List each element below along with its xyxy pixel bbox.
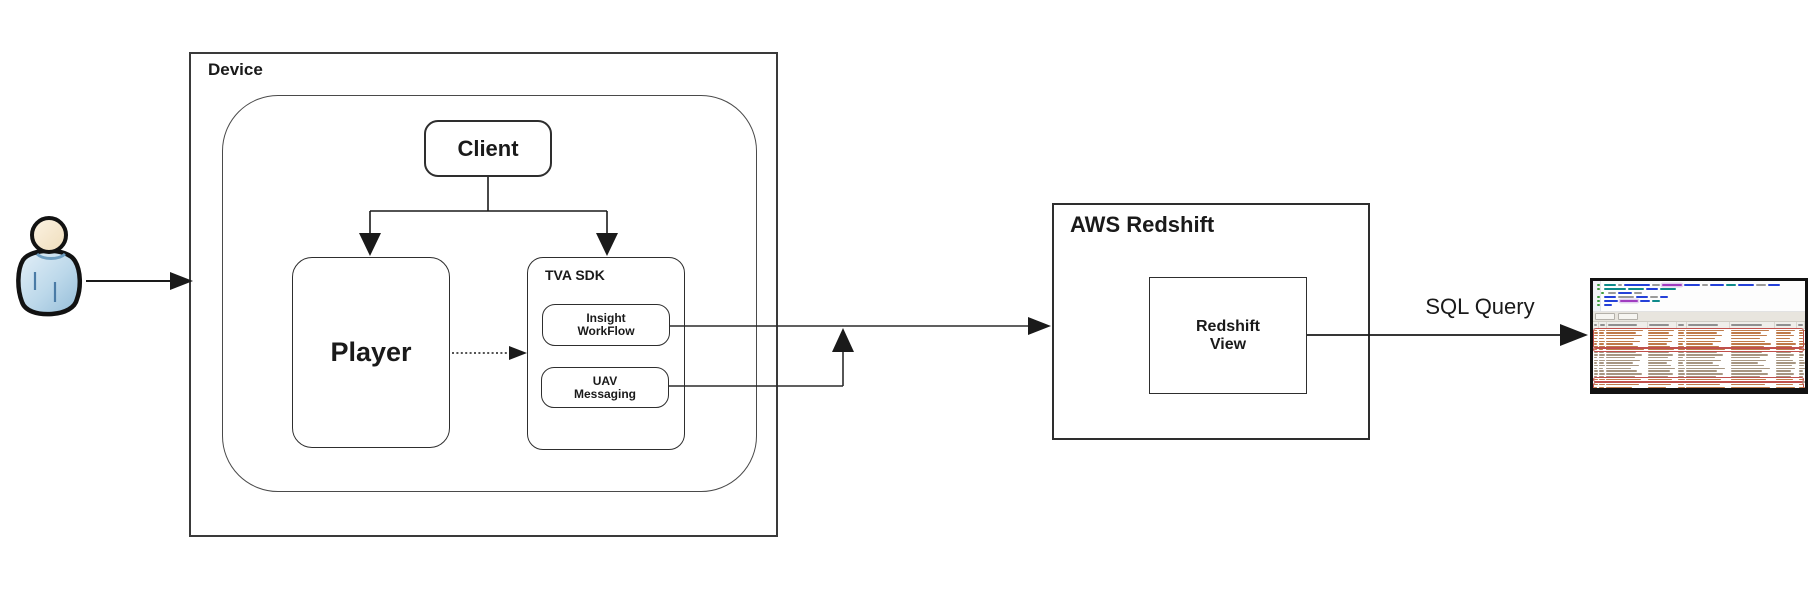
player-node: Player [292,257,450,448]
grid-row [1593,375,1805,378]
grid-row [1593,364,1805,367]
grid-row [1593,362,1805,365]
code-line [1597,283,1805,287]
tva-sdk-label: TVA SDK [545,267,605,283]
tva-sdk-node [527,257,685,450]
grid-header-cell [1687,322,1731,328]
query-results-screenshot [1590,278,1808,394]
grid-row [1593,389,1805,392]
results-tabs-bar [1593,312,1805,322]
grid-header-cell [1599,322,1607,328]
uav-messaging-label: UAV Messaging [573,373,636,401]
grid-row [1593,373,1805,376]
grid-row [1593,356,1805,359]
grid-header-cell [1730,322,1775,328]
code-line [1597,303,1805,307]
results-grid [1593,322,1805,394]
player-label: Player [330,336,412,367]
grid-row [1593,381,1805,384]
grid-row [1593,351,1805,354]
row-highlight-outline [1593,347,1804,352]
grid-row [1593,392,1805,394]
sql-query-label: SQL Query [1425,294,1535,319]
client-label: Client [457,135,519,161]
grid-row [1593,359,1805,362]
code-line [1597,295,1805,299]
redshift-view-node: Redshift View [1149,277,1307,394]
row-highlight-outline [1593,376,1804,382]
person-body [16,248,82,317]
redshift-view-label: Redshift View [1196,318,1260,353]
grid-row [1593,332,1805,335]
insight-workflow-label: Insight WorkFlow [577,311,635,338]
messages-tab [1618,313,1638,320]
grid-header-cell [1677,322,1687,328]
row-highlight-outline [1593,328,1804,350]
sql-editor-area [1593,281,1805,312]
grid-header-cell [1797,322,1805,328]
person-head [30,216,68,254]
arrow-user-to-device [86,272,193,290]
person-collar [35,252,67,260]
grid-header-cell [1607,322,1648,328]
client-node: Client [424,120,552,177]
grid-row [1593,340,1805,343]
user-person-icon [16,216,82,317]
grid-row [1593,337,1805,340]
grid-row [1593,353,1805,356]
uav-messaging-node: UAV Messaging [541,367,669,408]
code-line [1601,291,1805,295]
grid-header-cell [1648,322,1678,328]
grid-row [1593,334,1805,337]
results-tab [1595,313,1615,320]
grid-row [1593,343,1805,346]
aws-redshift-label: AWS Redshift [1070,212,1215,237]
insight-workflow-node: Insight WorkFlow [542,304,670,346]
code-line [1597,299,1805,303]
grid-header-cell [1593,322,1599,328]
grid-row [1593,367,1805,370]
grid-row [1593,370,1805,373]
code-line [1597,287,1805,291]
grid-header-cell [1775,322,1797,328]
row-highlight-outline [1593,382,1804,388]
device-label: Device [208,60,263,79]
